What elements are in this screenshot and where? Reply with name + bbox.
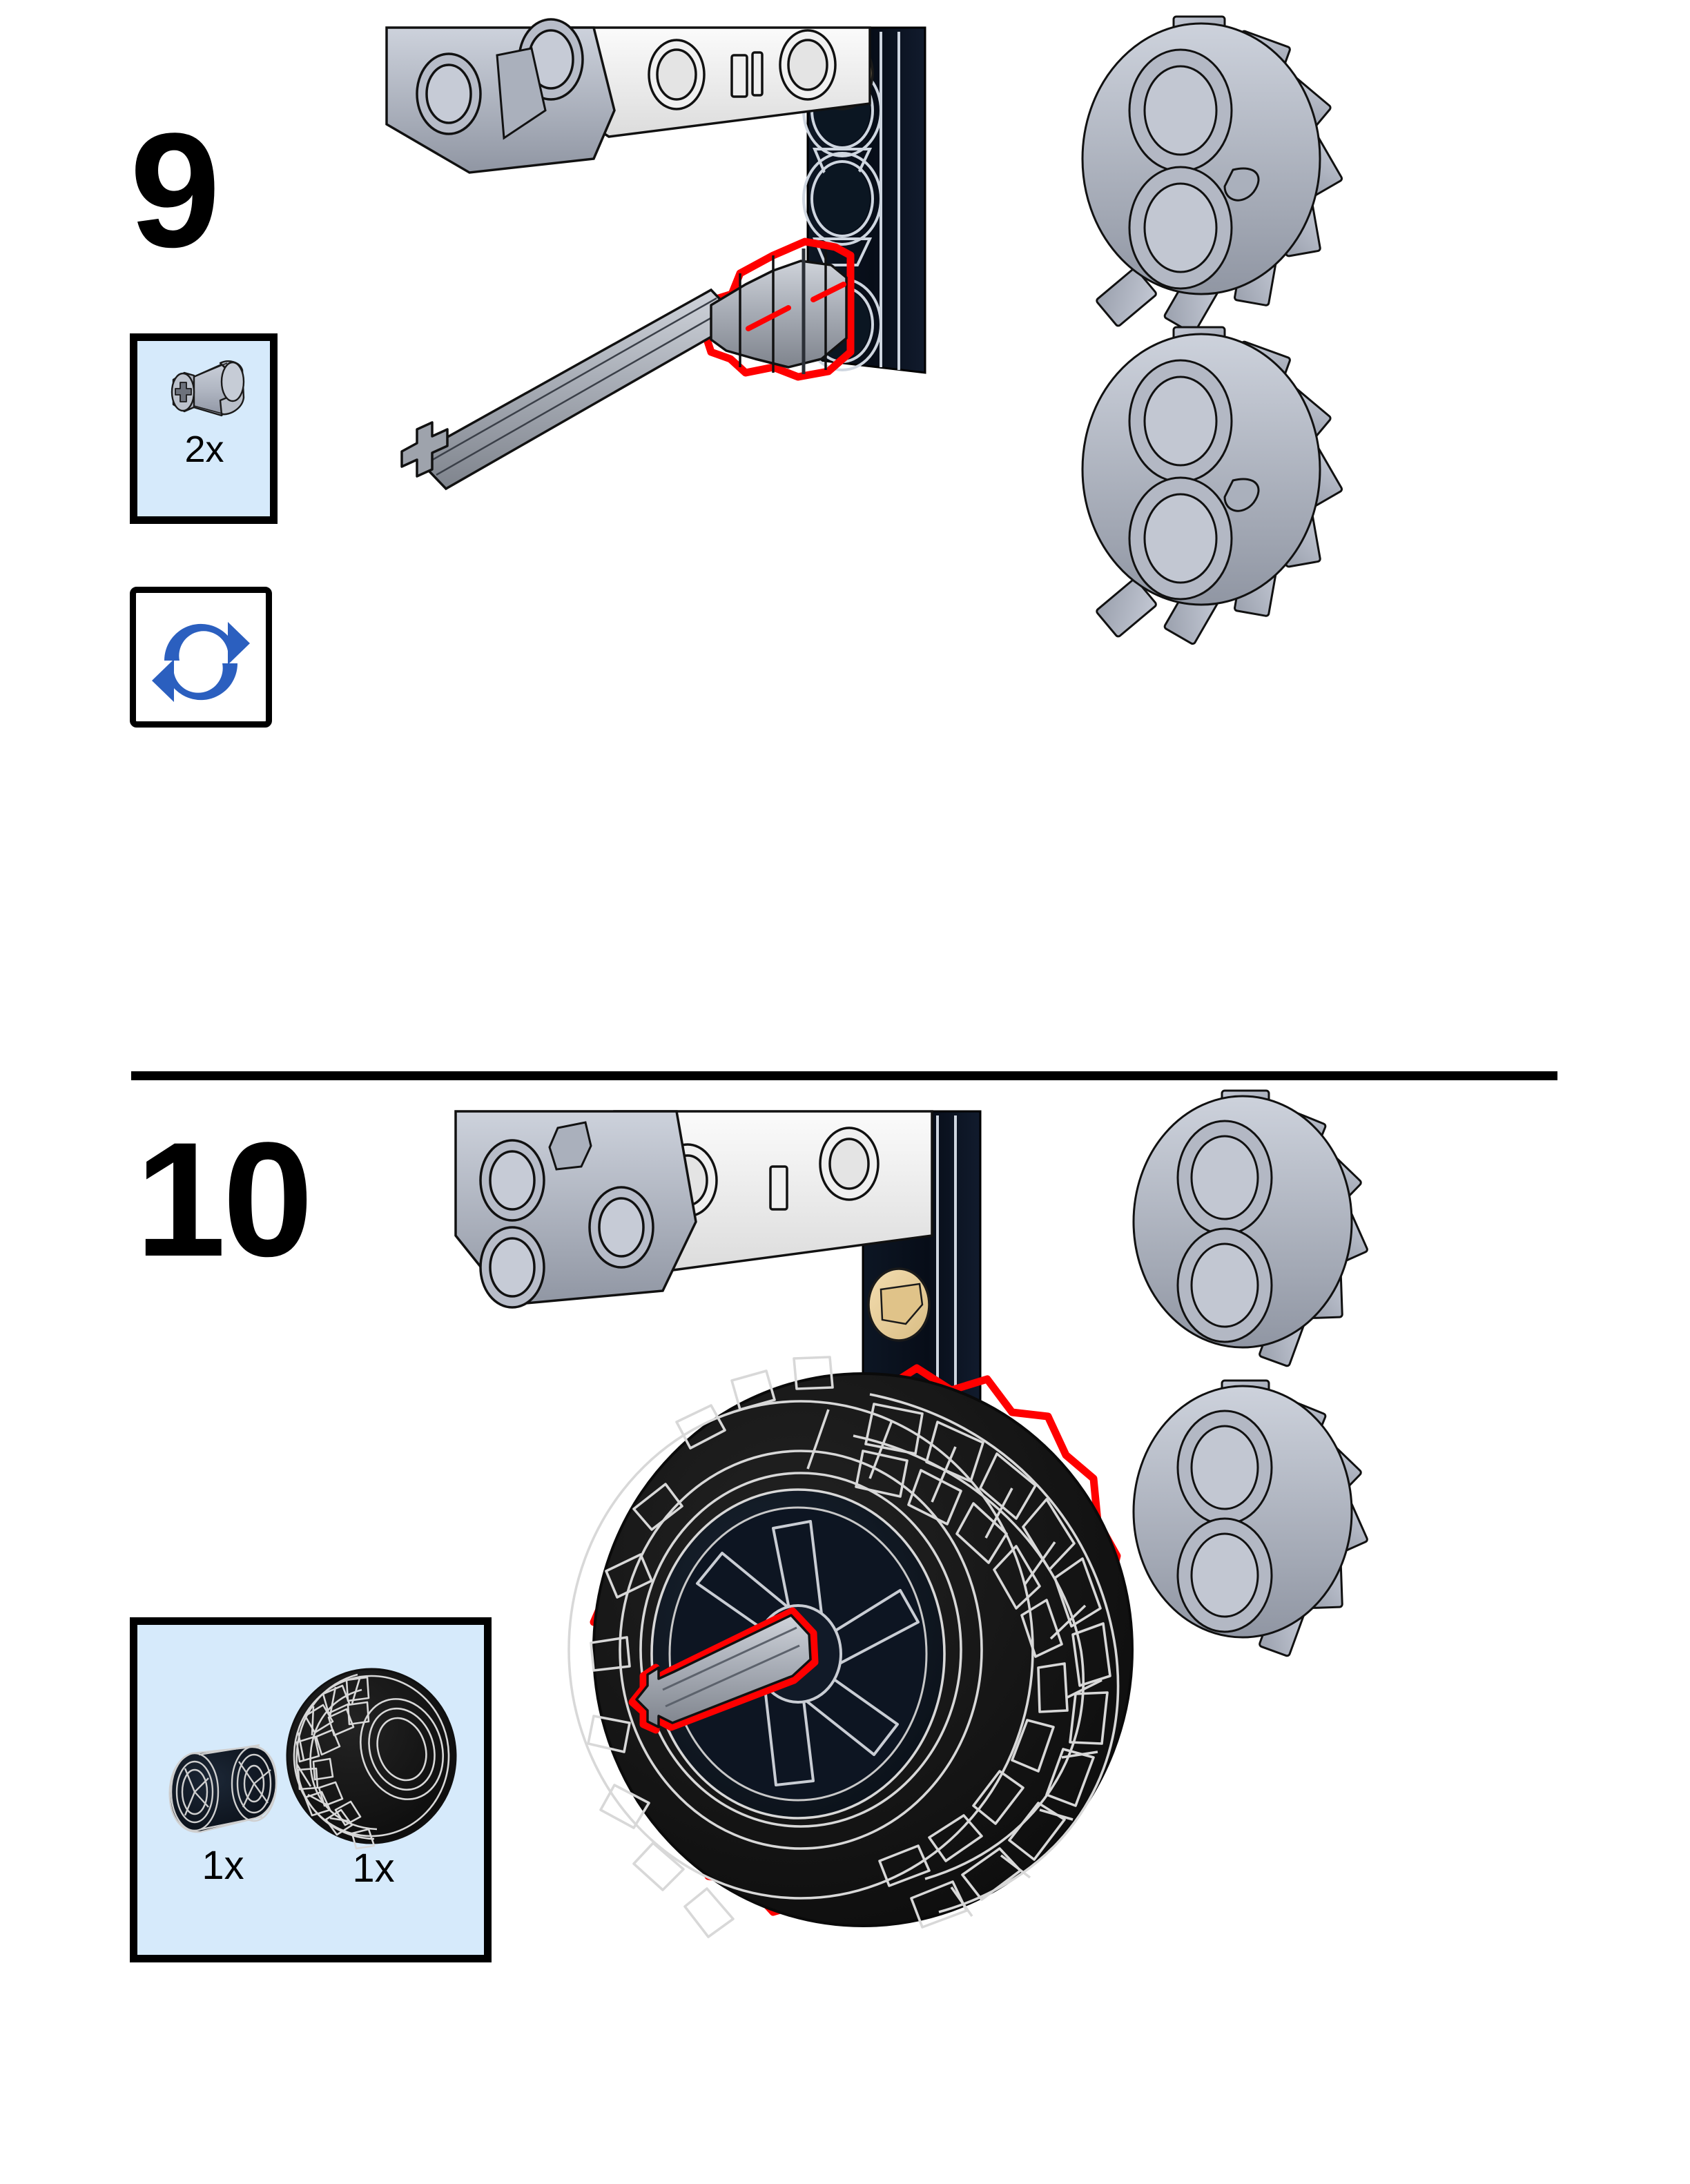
axle-connector-bushing-icon (171, 360, 245, 417)
gray-gear-upper (1081, 15, 1343, 335)
step-10-assembly-illustration (387, 1089, 1464, 2112)
part-slot-wheel-hub: 1x (154, 1730, 292, 1886)
gray-gear-upper-step10 (1132, 1089, 1368, 1367)
long-cross-axle (400, 237, 855, 491)
step-9-assembly-illustration (385, 15, 1422, 828)
gray-gear-lower (1081, 326, 1343, 645)
white-technic-beam (556, 26, 871, 138)
repeat-rotate-icon (152, 622, 250, 702)
gray-gear-lower-step10 (1132, 1379, 1368, 1657)
part-quantity-label: 2x (184, 429, 224, 470)
balloon-tire-assembly (567, 1356, 1134, 1938)
part-slot-axle-connector: 2x (150, 349, 259, 468)
repeat-symbol-box (130, 587, 272, 728)
part-quantity-label-tire: 1x (352, 1846, 395, 1891)
wheel-hub-icon (168, 1744, 278, 1833)
white-technic-beam-step10 (613, 1110, 933, 1273)
step-number-10: 10 (135, 1109, 313, 1291)
parts-callout-step-9: 2x (130, 333, 278, 524)
part-quantity-label-hub: 1x (202, 1843, 244, 1888)
light-gray-liftarm (385, 18, 616, 174)
step-number-9: 9 (130, 99, 220, 282)
balloon-tire-icon (286, 1668, 457, 1850)
tan-connector-pin-step10 (867, 1267, 931, 1342)
cross-axle-stub (628, 1607, 819, 1734)
step-divider-line (131, 1071, 1557, 1080)
part-slot-tire: 1x (277, 1664, 470, 1889)
parts-callout-step-10: 1x (130, 1617, 492, 1962)
light-gray-liftarm-step10 (454, 1110, 697, 1309)
